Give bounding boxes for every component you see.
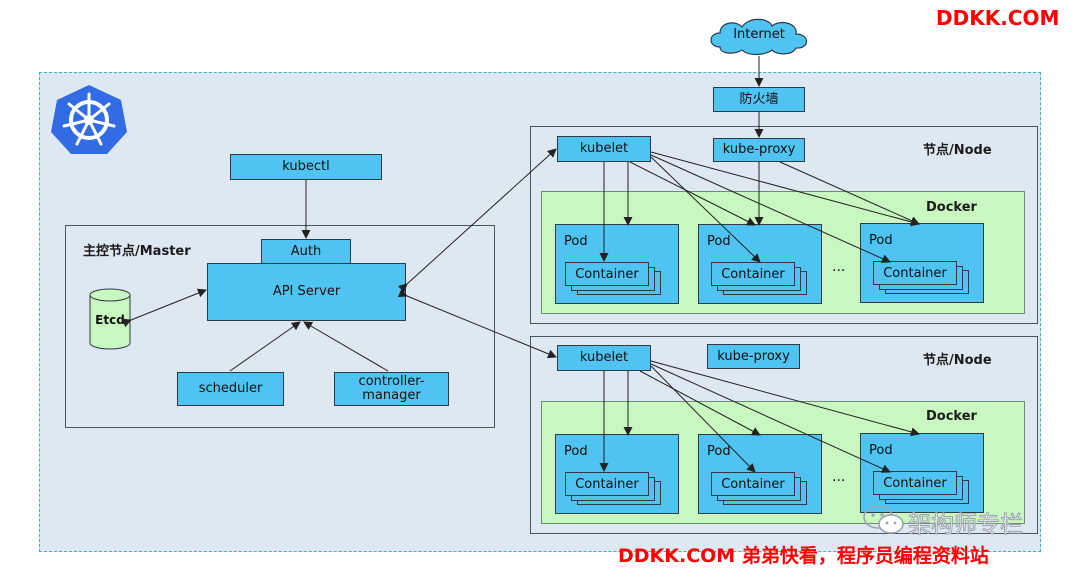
node2-docker-label: Docker: [926, 409, 977, 424]
kubernetes-logo-icon: [47, 82, 131, 156]
pod-label: Pod: [707, 234, 731, 249]
node1-kube-proxy-box: kube-proxy: [713, 138, 805, 162]
kubectl-label: kubectl: [282, 159, 330, 174]
node2-pod-3: Pod Container: [860, 433, 984, 513]
pod-label: Pod: [707, 444, 731, 459]
node2-frame: [530, 336, 1038, 534]
kubectl-box: kubectl: [230, 154, 382, 180]
pod-label: Pod: [869, 443, 893, 458]
node2-kube-proxy-box: kube-proxy: [707, 344, 800, 369]
arrow-controller-to-api-server: [303, 321, 389, 372]
node2-kube-proxy-label: kube-proxy: [717, 348, 790, 364]
pod-label: Pod: [564, 444, 588, 459]
wechat-watermark-text: 架构师专栏: [908, 512, 1024, 539]
container-label: Container: [575, 476, 639, 492]
scheduler-label: scheduler: [198, 381, 263, 396]
container-box: Container: [565, 262, 649, 286]
node2-pod-2: Pod Container: [698, 434, 822, 514]
controller-manager-box: controller- manager: [334, 372, 449, 406]
internet-label: Internet: [733, 27, 785, 42]
node2-kubelet-label: kubelet: [579, 350, 629, 365]
node1-pod-3: Pod Container: [860, 223, 984, 303]
firewall-box: 防火墙: [713, 87, 805, 112]
watermark-bottom: DDKK.COM 弟弟快看，程序员编程资料站: [618, 545, 989, 567]
arrow-etcd-api-server: [121, 288, 207, 328]
container-label: Container: [883, 475, 947, 491]
pod-label: Pod: [564, 234, 588, 249]
node1-pod-1: Pod Container: [555, 224, 679, 304]
container-label: Container: [575, 266, 639, 282]
arrow-api-server-node1-kubelet: [398, 148, 557, 293]
container-label: Container: [883, 265, 947, 281]
node1-title: 节点/Node: [923, 143, 992, 158]
etcd-label: Etcd: [95, 313, 125, 327]
node1-kubelet-box: kubelet: [557, 136, 651, 162]
api-server-box: API Server: [207, 263, 406, 321]
node2-pod-1: Pod Container: [555, 434, 679, 514]
api-server-label: API Server: [272, 284, 341, 299]
node2-more-pods-ellipsis: ...: [832, 469, 846, 485]
node1-kube-proxy-label: kube-proxy: [722, 142, 796, 157]
node2-kubelet-box: kubelet: [557, 345, 651, 371]
pod-label: Pod: [869, 233, 893, 248]
container-box: Container: [873, 261, 957, 285]
container-box: Container: [711, 262, 795, 286]
etcd-database-icon: [88, 287, 132, 351]
container-box: Container: [873, 471, 957, 495]
container-label: Container: [721, 266, 785, 282]
arrow-scheduler-to-api-server: [229, 321, 301, 372]
internet-cloud-icon: [706, 16, 812, 56]
master-title: 主控节点/Master: [83, 244, 191, 259]
arrow-api-server-node2-kubelet: [397, 288, 557, 359]
auth-label: Auth: [290, 243, 322, 259]
node2-title: 节点/Node: [923, 353, 992, 368]
node1-docker-label: Docker: [926, 200, 977, 215]
firewall-label: 防火墙: [739, 91, 779, 107]
container-label: Container: [721, 476, 785, 492]
wechat-icon: [862, 503, 906, 537]
controller-manager-label: controller- manager: [358, 374, 425, 403]
node1-kubelet-label: kubelet: [579, 141, 629, 156]
watermark-top: DDKK.COM: [936, 6, 1060, 30]
container-box: Container: [565, 472, 649, 496]
scheduler-box: scheduler: [177, 372, 284, 406]
node1-pod-2: Pod Container: [698, 224, 822, 304]
node1-more-pods-ellipsis: ...: [832, 259, 846, 275]
